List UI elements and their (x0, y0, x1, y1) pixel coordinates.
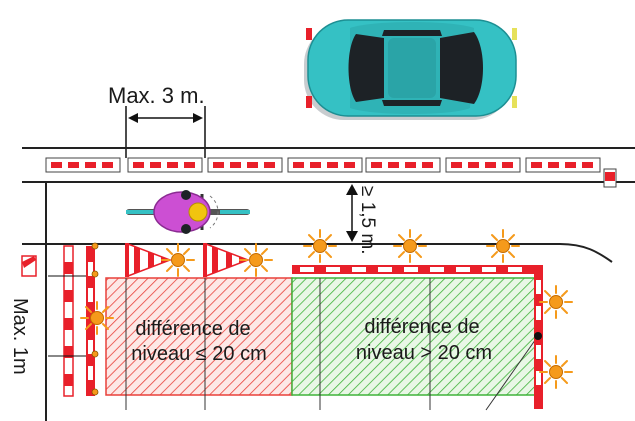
road-edge (22, 147, 635, 421)
warning-lamp-icon (303, 229, 337, 263)
warning-lamp-icon (393, 229, 427, 263)
max-1m-label: Max. 1m (9, 298, 31, 375)
zone-guide-lines (125, 278, 539, 411)
clearance-label: ≥ 1,5 m. (357, 186, 378, 255)
warning-lamp-icon (539, 285, 573, 319)
top-barrier-row (45, 157, 617, 188)
max-3m-label: Max. 3 m. (108, 83, 205, 108)
clearance-dimension (346, 184, 358, 242)
zone-small-text-2: niveau ≤ 20 cm (131, 343, 267, 365)
zone-large-text-2: niveau > 20 cm (356, 342, 492, 364)
warning-lamp-icon (239, 243, 273, 277)
zone-small-text-1: différence de (135, 318, 250, 340)
max-1m-dimension (48, 275, 86, 357)
zone-level-diff-small (105, 277, 293, 396)
car-icon (304, 19, 517, 120)
warning-lamp-icon (80, 301, 114, 335)
zone-large-text-1: différence de (364, 316, 479, 338)
max-3m-dimension (125, 106, 206, 158)
work-zone-barrier (21, 245, 543, 409)
warning-lamp-icon (161, 243, 195, 277)
zone-level-diff-large (291, 277, 539, 396)
warning-lamp-icon (486, 229, 520, 263)
barrier-end-markers (91, 242, 99, 396)
warning-lamp-icon (539, 355, 573, 389)
cyclist-icon (126, 190, 250, 234)
